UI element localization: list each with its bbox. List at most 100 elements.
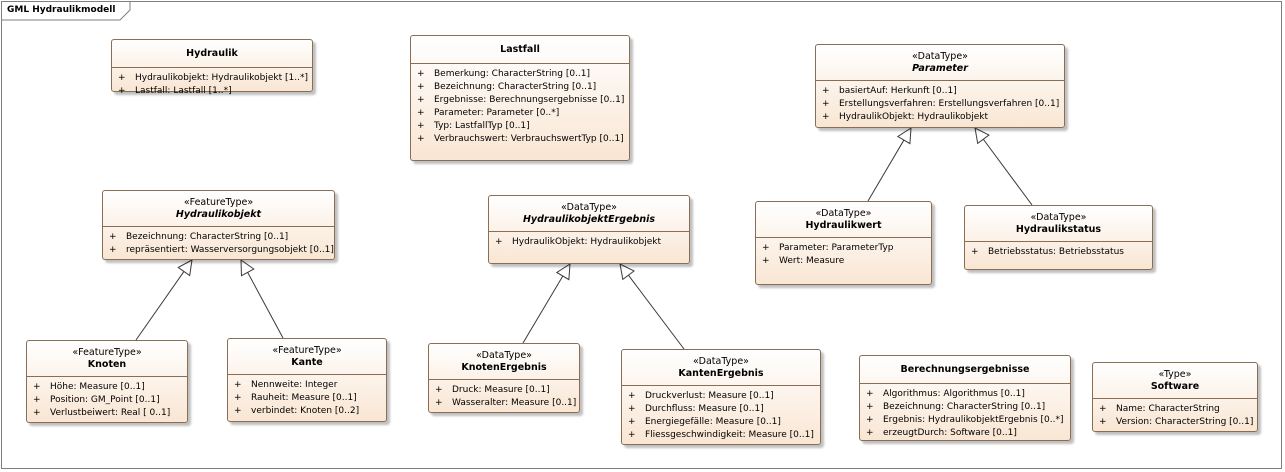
attribute-text: Lastfall: Lastfall [1..*]: [135, 86, 232, 96]
attribute-text: HydraulikObjekt: Hydraulikobjekt: [839, 112, 989, 122]
class-name: Hydraulik: [186, 47, 238, 59]
class-stereotype: «FeatureType»: [183, 196, 254, 208]
attribute-text: Druck: Measure [0..1]: [452, 385, 550, 395]
visibility-marker: +: [822, 99, 830, 109]
class-header: Hydraulik: [112, 40, 312, 68]
attribute-text: Hydraulikobjekt: Hydraulikobjekt [1..*]: [135, 73, 308, 83]
attribute-row: + Hydraulikobjekt: Hydraulikobjekt [1..*]: [118, 72, 312, 85]
attribute-row: + Ergebnisse: Berechnungsergebnisse [0..1…: [417, 94, 629, 107]
class-parameter[interactable]: «DataType» Parameter +basiertAuf: Herkun…: [815, 44, 1065, 128]
generalization-arrowhead: [896, 127, 912, 145]
visibility-marker: +: [495, 237, 503, 247]
class-header: «DataType» Hydraulikstatus: [965, 206, 1152, 242]
attribute-list: +Bemerkung: CharacterString [0..1]+Bezei…: [411, 64, 629, 146]
attribute-text: Fliessgeschwindigkeit: Measure [0..1]: [645, 430, 814, 440]
attribute-row: +Betriebsstatus: Betriebsstatus: [971, 246, 1152, 259]
visibility-marker: +: [1099, 417, 1107, 427]
class-hydraulikobjektergebnis[interactable]: «DataType» HydraulikobjektErgebnis +Hydr…: [488, 195, 690, 264]
visibility-marker: +: [417, 108, 425, 118]
generalization-arrowhead: [974, 127, 990, 145]
attribute-row: +HydraulikObjekt: Hydraulikobjekt: [495, 236, 689, 249]
visibility-marker: +: [417, 95, 425, 105]
attribute-text: Bezeichnung: CharacterString [0..1]: [434, 82, 597, 92]
generalization-line: [135, 271, 185, 341]
visibility-marker: +: [234, 406, 242, 416]
visibility-marker: +: [234, 380, 242, 390]
generalization-line: [247, 272, 284, 339]
class-header: «FeatureType» Kante: [228, 339, 386, 375]
class-name: Hydraulikwert: [805, 219, 882, 231]
attribute-text: Höhe: Measure [0..1]: [50, 382, 145, 392]
class-stereotype: «FeatureType»: [72, 346, 142, 358]
attribute-row: + Wasseralter: Measure [0..1]: [435, 397, 579, 410]
visibility-marker: +: [435, 398, 443, 408]
attribute-text: Typ: LastfallTyp [0..1]: [434, 121, 530, 131]
visibility-marker: +: [1099, 404, 1107, 414]
class-name: Hydraulikstatus: [1015, 223, 1102, 235]
visibility-marker: +: [628, 391, 636, 401]
attribute-text: Wasseralter: Measure [0..1]: [452, 398, 577, 408]
diagram-title: GML Hydraulikmodell: [7, 5, 116, 15]
visibility-marker: +: [866, 415, 874, 425]
class-header: Berechnungsergebnisse: [860, 356, 1070, 384]
visibility-marker: +: [822, 86, 830, 96]
attribute-text: Ergebnisse: Berechnungsergebnisse [0..1]: [434, 95, 625, 105]
class-header: «FeatureType» Hydraulikobjekt: [103, 191, 334, 227]
class-hydraulik[interactable]: Hydraulik + Hydraulikobjekt: Hydraulikobj…: [111, 39, 313, 96]
visibility-marker: +: [118, 73, 126, 83]
generalization-arrowhead: [555, 263, 571, 281]
class-stereotype: «DataType»: [912, 50, 968, 62]
class-software[interactable]: «Type» Software +Name: CharacterString+V…: [1092, 362, 1258, 432]
class-hydraulikwert[interactable]: «DataType» Hydraulikwert +Parameter: Par…: [755, 201, 932, 285]
class-kantenergebnis[interactable]: «DataType» KantenErgebnis +Druckverlust:…: [621, 349, 821, 445]
attribute-row: + Verlustbeiwert: Real [ 0..1]: [33, 407, 187, 420]
attribute-text: Druckverlust: Measure [0..1]: [645, 391, 774, 401]
visibility-marker: +: [417, 134, 425, 144]
class-knoten[interactable]: «FeatureType» Knoten +Höhe: Measure [0..…: [26, 340, 188, 423]
class-stereotype: «Type»: [1158, 368, 1192, 380]
generalization-arrowhead: [177, 259, 193, 277]
class-hydraulikstatus[interactable]: «DataType» Hydraulikstatus +Betriebsstat…: [964, 205, 1153, 270]
attribute-text: Erstellungsverfahren: Erstellungsverfahr…: [839, 99, 1060, 109]
attribute-text: Verlustbeiwert: Real [ 0..1]: [50, 408, 171, 418]
class-stereotype: «FeatureType»: [272, 344, 342, 356]
visibility-marker: +: [234, 393, 242, 403]
attribute-row: +Typ: LastfallTyp [0..1]: [417, 120, 629, 133]
attribute-list: + Hydraulikobjekt: Hydraulikobjekt [1..*]…: [112, 68, 312, 98]
attribute-text: verbindet: Knoten [0..2]: [251, 406, 360, 416]
generalization-line: [522, 275, 564, 344]
attribute-row: + Höhe: Measure [0..1]: [33, 381, 187, 394]
class-name: KantenErgebnis: [678, 367, 764, 379]
attribute-text: Verbrauchswert: VerbrauchswertTyp [0..1]: [434, 134, 624, 144]
class-kante[interactable]: «FeatureType» Kante + Nennweite: Integer +…: [227, 338, 387, 422]
attribute-row: + Verbrauchswert: VerbrauchswertTyp [0..1…: [417, 133, 629, 146]
attribute-text: Rauheit: Measure [0..1]: [251, 393, 357, 403]
attribute-text: erzeugtDurch: Software [0..1]: [883, 428, 1017, 438]
class-lastfall[interactable]: Lastfall +Bemerkung: CharacterString [0.…: [410, 35, 630, 161]
attribute-row: +Name: CharacterString: [1099, 403, 1257, 416]
visibility-marker: +: [628, 404, 636, 414]
class-hydraulikobjekt[interactable]: «FeatureType» Hydraulikobjekt +Bezeichnu…: [102, 190, 335, 260]
attribute-row: +Bemerkung: CharacterString [0..1]: [417, 68, 629, 81]
attribute-text: Bemerkung: CharacterString [0..1]: [434, 69, 591, 79]
generalization-line: [982, 138, 1033, 206]
class-header: «DataType» KnotenErgebnis: [429, 344, 579, 380]
class-header: «DataType» HydraulikobjektErgebnis: [489, 196, 689, 232]
visibility-marker: +: [33, 382, 41, 392]
class-knotenergebnis[interactable]: «DataType» KnotenErgebnis + Druck: Measur…: [428, 343, 580, 413]
class-name: KnotenErgebnis: [461, 361, 547, 373]
class-name: Parameter: [912, 62, 968, 74]
visibility-marker: +: [866, 428, 874, 438]
attribute-text: Nennweite: Integer: [251, 380, 338, 390]
class-stereotype: «DataType»: [815, 207, 872, 219]
attribute-row: + Druckverlust: Measure [0..1]: [628, 390, 820, 403]
attribute-text: Energiegefälle: Measure [0..1]: [645, 417, 781, 427]
attribute-row: + Rauheit: Measure [0..1]: [234, 392, 386, 405]
visibility-marker: +: [33, 408, 41, 418]
attribute-row: + Erstellungsverfahren: Erstellungsverfah…: [822, 98, 1064, 111]
attribute-row: +Version: CharacterString [0..1]: [1099, 416, 1257, 429]
class-berechnungsergebnisse[interactable]: Berechnungsergebnisse +Algorithmus: Algo…: [859, 355, 1071, 441]
class-header: Lastfall: [411, 36, 629, 64]
attribute-row: + erzeugtDurch: Software [0..1]: [866, 427, 1070, 440]
